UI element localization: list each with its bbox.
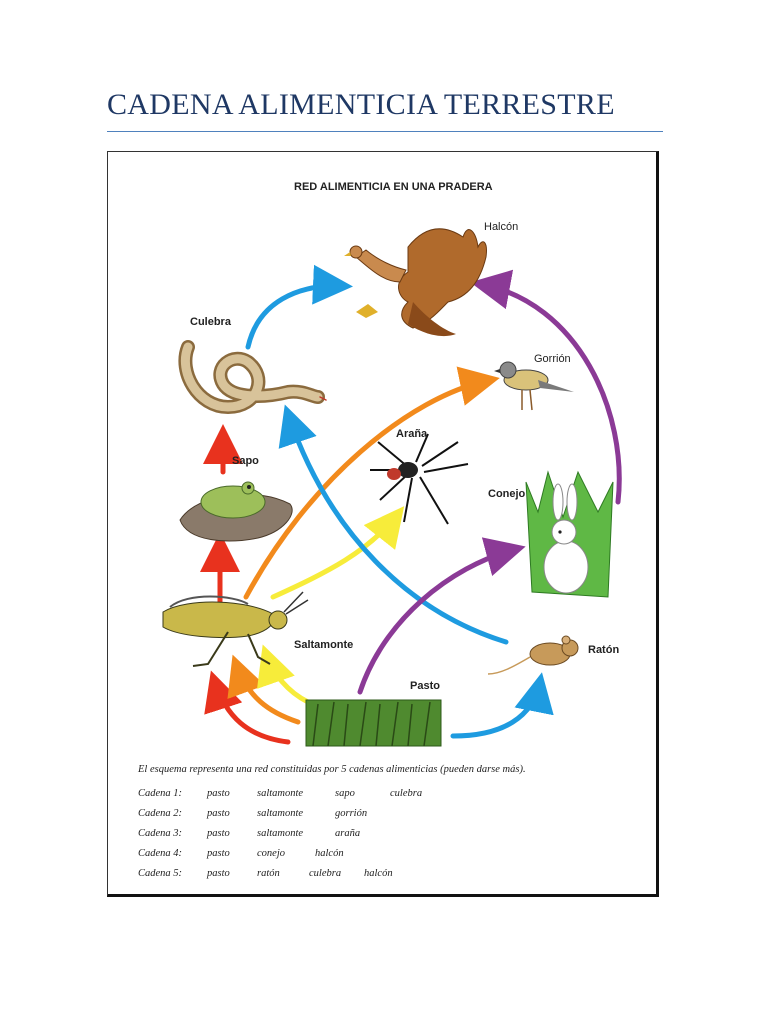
chain-row: Cadena 5: pasto ratón culebra halcón <box>138 863 638 883</box>
grass-illustration <box>305 699 442 747</box>
chain-step: pasto <box>207 867 230 879</box>
chain-step: ratón <box>257 867 280 879</box>
rabbit-illustration <box>525 470 614 598</box>
chain-label: Cadena 1: <box>138 787 183 799</box>
chain-step: culebra <box>309 867 342 879</box>
chain-row: Cadena 1: pasto saltamonte sapo culebra <box>138 783 638 803</box>
chain-step: saltamonte <box>257 787 304 799</box>
diagram-caption: El esquema representa una red constituid… <box>138 764 638 883</box>
chain-step: culebra <box>390 787 423 799</box>
chain-row: Cadena 4: pasto conejo halcón <box>138 843 638 863</box>
caption-intro: El esquema representa una red constituid… <box>138 764 526 775</box>
hawk-illustration <box>344 228 487 337</box>
sparrow-illustration <box>494 361 574 411</box>
node-label-sapo: Sapo <box>232 455 259 467</box>
chain-label: Cadena 3: <box>138 827 183 839</box>
node-label-raton: Ratón <box>588 644 619 656</box>
toad-illustration <box>179 481 293 542</box>
arrow-saltamonte-gorrion <box>243 366 500 600</box>
food-web-diagram: RED ALIMENTICIA EN UNA PRADERA Halcón <box>162 181 622 747</box>
chain-step: sapo <box>335 787 355 799</box>
node-label-arana: Araña <box>396 428 428 440</box>
node-label-culebra: Culebra <box>190 316 232 328</box>
chain-label: Cadena 4: <box>138 847 183 859</box>
chain-row: Cadena 3: pasto saltamonte araña <box>138 823 638 843</box>
page-title: CADENA ALIMENTICIA TERRESTRE <box>107 88 615 121</box>
arrow-conejo-halcon <box>470 269 622 505</box>
mouse-illustration <box>487 635 579 675</box>
arrow-pasto-conejo <box>357 537 526 695</box>
chain-label: Cadena 2: <box>138 807 183 819</box>
arrow-pasto-saltamonte-yellow <box>257 644 311 705</box>
node-label-pasto: Pasto <box>410 680 440 692</box>
title-divider <box>107 131 663 132</box>
chain-label: Cadena 5: <box>138 867 183 879</box>
chain-step: araña <box>335 827 361 839</box>
chain-step: pasto <box>207 827 230 839</box>
arrow-raton-culebra <box>278 404 509 645</box>
arrow-culebra-halcon <box>245 264 353 350</box>
chain-step: pasto <box>207 807 230 819</box>
chain-step: pasto <box>207 787 230 799</box>
node-label-conejo: Conejo <box>488 488 526 500</box>
chain-step: gorrión <box>335 807 368 819</box>
chain-step: saltamonte <box>257 807 304 819</box>
diagram-title: RED ALIMENTICIA EN UNA PRADERA <box>294 181 493 193</box>
chain-step: saltamonte <box>257 827 304 839</box>
arrow-saltamonte-arana <box>270 506 405 600</box>
node-label-halcon: Halcón <box>484 221 518 233</box>
arrow-pasto-saltamonte-red <box>204 670 291 745</box>
chain-row: Cadena 2: pasto saltamonte gorrión <box>138 803 638 823</box>
node-label-saltamonte: Saltamonte <box>294 639 353 651</box>
snake-illustration <box>178 340 327 415</box>
chain-step: pasto <box>207 847 230 859</box>
arrow-pasto-raton <box>450 672 554 739</box>
spider-illustration <box>370 433 469 525</box>
chain-step: conejo <box>257 847 285 859</box>
food-web-figure: RED ALIMENTICIA EN UNA PRADERA Halcón <box>107 151 659 897</box>
grasshopper-illustration <box>162 591 309 667</box>
arrow-pasto-saltamonte-orange <box>227 654 301 725</box>
chain-step: halcón <box>315 847 344 859</box>
chain-step: halcón <box>364 867 393 879</box>
node-label-gorrion: Gorrión <box>534 353 571 365</box>
